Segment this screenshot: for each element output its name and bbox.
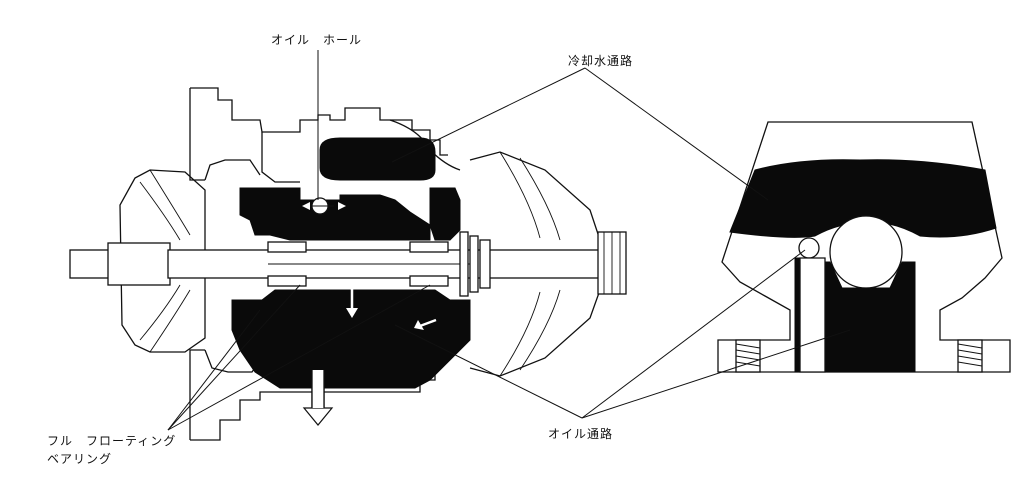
cooling-water-passage-label: 冷却水通路 [568,54,634,68]
bearing-left-bottom [267,275,307,287]
oil-flow-arrows [302,197,437,426]
detail-thread-left [735,339,761,373]
bearing-right-bottom [409,275,449,287]
full-floating-bearing-label-line1: フル フローティング [47,434,177,448]
oil-passage-label: オイル通路 [548,427,614,441]
water-jacket-top [319,137,436,181]
oil-feed-top [239,187,431,241]
detail-water-jacket [729,159,997,238]
oil-hole-label: オイル ホール [271,33,363,47]
detail-thread-right [957,339,983,373]
detail-oil-passage [794,257,801,373]
detail-oil-hole [798,237,820,259]
turbine-wheel [469,151,627,377]
turbocharger-cross-section [69,87,627,441]
shaft [69,242,609,286]
detail-shaft-bore [829,215,903,289]
compressor-wheel [119,169,206,353]
center-housing [189,87,461,441]
seal-rings [459,231,491,297]
center-housing-detail [717,121,1011,373]
full-floating-bearing-label-line2: ベアリング [47,452,113,466]
oil-drain-chamber [231,289,471,389]
bearing-left-top [267,241,307,253]
bearing-right-top [409,241,449,253]
oil-passage-right-top [429,187,461,241]
leader-lines [167,50,851,431]
